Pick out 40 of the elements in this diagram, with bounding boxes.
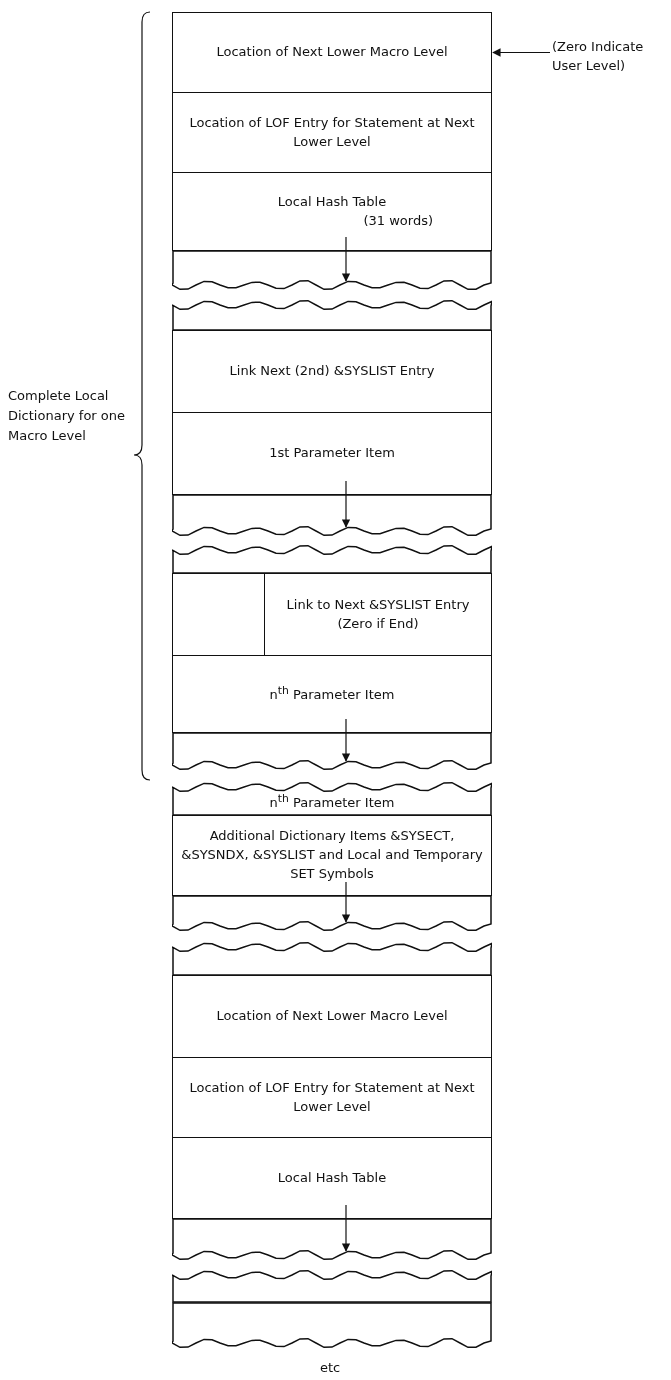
cell-text: Location of Next Lower Macro Level — [215, 43, 449, 62]
torn-strip — [172, 780, 492, 816]
torn-strip — [172, 1302, 492, 1350]
cell-text: (31 words) — [362, 211, 434, 230]
torn-strip — [172, 895, 492, 933]
cell-text: n$^{th}$ Parameter Item — [268, 682, 396, 705]
torn-strip — [172, 732, 492, 772]
cell-text: Link Next (2nd) &SYSLIST Entry — [228, 362, 436, 381]
brace-label: Complete Local Dictionary for one Macro Level — [8, 387, 126, 446]
cell-text: Local Hash Table — [276, 192, 388, 211]
memory-cell — [264, 573, 492, 656]
arrow — [492, 48, 551, 57]
arrow — [341, 236, 351, 282]
arrow — [341, 480, 351, 528]
cell-text: Link to Next &SYSLIST Entry (Zero if End) — [285, 595, 471, 633]
cell-text: Location of Next Lower Macro Level — [215, 1007, 449, 1026]
memory-cell — [172, 975, 492, 1058]
arrow — [341, 881, 351, 923]
torn-strip — [172, 298, 492, 331]
arrow — [341, 1204, 351, 1252]
torn-strip — [172, 494, 492, 538]
cell-text: Location of LOF Entry for Statement at Next Lower Level — [188, 1078, 476, 1116]
memory-cell — [172, 330, 492, 413]
empty-cell — [172, 573, 265, 656]
memory-cell — [172, 1057, 492, 1138]
torn-strip — [172, 940, 492, 976]
memory-cell — [172, 92, 492, 173]
memory-cell — [172, 12, 492, 93]
torn-strip — [172, 543, 492, 574]
torn-strip — [172, 250, 492, 292]
torn-strip — [172, 1268, 492, 1303]
cell-text: 1st Parameter Item — [268, 444, 396, 463]
torn-strip — [172, 1218, 492, 1262]
cell-text: Local Hash Table — [276, 1168, 388, 1187]
continuation-text: etc — [320, 1359, 342, 1377]
arrow — [341, 718, 351, 762]
cell-text: n$^{th}$ Parameter Item — [268, 790, 396, 813]
cell-text: Location of LOF Entry for Statement at Next Lower Level — [188, 113, 476, 151]
note-text: (Zero Indicate User Level) — [552, 38, 645, 75]
cell-text: Additional Dictionary Items &SYSECT, &SYSNDX, &SYSLIST and Local and Temporary SET Symbols — [180, 827, 484, 883]
